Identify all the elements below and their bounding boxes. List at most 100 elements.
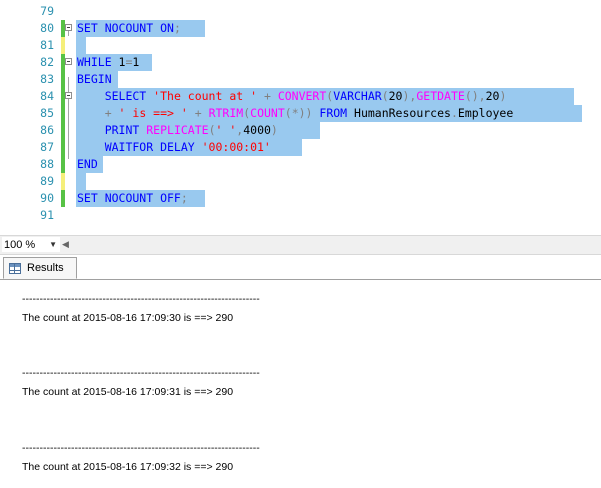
code-token: GETDATE	[416, 89, 465, 103]
code-token: (	[326, 89, 334, 103]
selection-highlight	[76, 190, 205, 207]
selection-highlight	[76, 54, 152, 71]
selection-highlight	[76, 139, 302, 156]
change-marker	[61, 173, 65, 190]
code-token: PRINT	[77, 123, 147, 137]
code-token: Employee	[457, 106, 514, 120]
code-token: ),	[402, 89, 417, 103]
scroll-left-icon[interactable]: ◀	[62, 239, 69, 249]
chevron-down-icon[interactable]: ▼	[49, 240, 57, 249]
code-token: (	[243, 106, 251, 120]
code-line[interactable]: 91	[0, 207, 601, 224]
code-token: (	[381, 89, 389, 103]
grid-icon	[9, 262, 21, 274]
code-text: SET NOCOUNT ON;	[77, 20, 181, 37]
code-text: SELECT 'The count at ' + CONVERT(VARCHAR…	[77, 88, 507, 105]
code-token: 1	[132, 55, 140, 69]
code-token: +	[187, 106, 209, 120]
change-marker	[61, 71, 65, 88]
code-line[interactable]: 79	[0, 3, 601, 20]
code-token: 4000	[243, 123, 271, 137]
selection-highlight	[76, 156, 103, 173]
code-token: CONVERT	[277, 89, 327, 103]
collapse-icon[interactable]	[65, 24, 72, 31]
code-token: SET NOCOUNT ON	[77, 21, 174, 35]
code-token: +	[257, 89, 278, 103]
selection-highlight	[76, 88, 574, 105]
change-marker	[61, 105, 65, 122]
line-number: 87	[40, 140, 54, 154]
result-row: The count at 2015-08-16 17:09:30 is ==> …	[22, 312, 234, 324]
selection-highlight	[76, 37, 86, 54]
code-token: ;	[180, 191, 188, 205]
code-line[interactable]: 86 PRINT REPLICATE(' ',4000)	[0, 122, 601, 139]
code-token: ,	[236, 123, 244, 137]
code-text: PRINT REPLICATE(' ',4000)	[77, 122, 278, 139]
tab-results[interactable]: Results	[3, 257, 77, 279]
code-token: SELECT	[77, 89, 154, 103]
code-token: (*))	[284, 106, 313, 120]
code-token: 20	[388, 89, 403, 103]
result-row: The count at 2015-08-16 17:09:31 is ==> …	[22, 386, 234, 398]
code-token: .	[450, 106, 458, 120]
line-number: 80	[40, 21, 54, 35]
code-token: WHILE	[77, 55, 119, 69]
selection-highlight	[76, 71, 118, 88]
collapse-icon[interactable]	[65, 92, 72, 99]
code-token: (	[208, 123, 216, 137]
fold-guide	[68, 26, 69, 36]
code-token: END	[77, 157, 98, 171]
change-marker	[61, 88, 65, 105]
results-tab-bar: Results	[0, 255, 601, 280]
code-line[interactable]: 81	[0, 37, 601, 54]
line-number: 81	[40, 38, 54, 52]
line-number: 85	[40, 106, 54, 120]
line-number: 86	[40, 123, 54, 137]
code-text: END	[77, 156, 98, 173]
line-number: 84	[40, 89, 54, 103]
code-text: + ' is ==> ' + RTRIM(COUNT(*)) FROM Huma…	[77, 105, 514, 122]
change-marker	[61, 156, 65, 173]
code-token: )	[270, 123, 278, 137]
line-number: 88	[40, 157, 54, 171]
code-token: 'The count at '	[153, 89, 258, 103]
code-line[interactable]: 88 END	[0, 156, 601, 173]
code-line[interactable]: 85 + ' is ==> ' + RTRIM(COUNT(*)) FROM H…	[0, 105, 601, 122]
code-token: ;	[173, 21, 181, 35]
code-line[interactable]: 84 SELECT 'The count at ' + CONVERT(VARC…	[0, 88, 601, 105]
code-token: HumanResources	[354, 106, 451, 120]
line-number: 89	[40, 174, 54, 188]
fold-guide	[68, 77, 69, 159]
code-token: WAITFOR DELAY	[77, 140, 202, 154]
change-marker	[61, 54, 65, 71]
code-text: SET NOCOUNT OFF;	[77, 190, 188, 207]
change-marker	[61, 139, 65, 156]
fold-guide	[68, 94, 69, 108]
code-token: FROM	[312, 106, 355, 120]
result-separator: ----------------------------------------…	[22, 367, 260, 379]
zoom-level: 100 %	[4, 238, 36, 251]
selection-highlight	[76, 122, 320, 139]
selection-highlight	[76, 105, 582, 122]
code-token: REPLICATE	[146, 123, 209, 137]
code-token: SET NOCOUNT OFF	[77, 191, 181, 205]
code-line[interactable]: 87 WAITFOR DELAY '00:00:01'	[0, 139, 601, 156]
collapse-icon[interactable]	[65, 58, 72, 65]
change-marker	[61, 20, 65, 37]
code-line[interactable]: 80 SET NOCOUNT ON;	[0, 20, 601, 37]
tab-results-label: Results	[27, 262, 64, 274]
code-token: '00:00:01'	[201, 140, 271, 154]
zoom-select[interactable]: 100 % ▼	[2, 237, 60, 252]
line-number: 91	[40, 208, 54, 222]
line-number: 79	[40, 4, 54, 18]
results-pane[interactable]: ----------------------------------------…	[0, 280, 601, 488]
code-token: =	[125, 55, 133, 69]
change-marker	[61, 37, 65, 54]
code-token: 20	[485, 89, 500, 103]
code-line[interactable]: 89	[0, 173, 601, 190]
selection-highlight	[76, 20, 205, 37]
